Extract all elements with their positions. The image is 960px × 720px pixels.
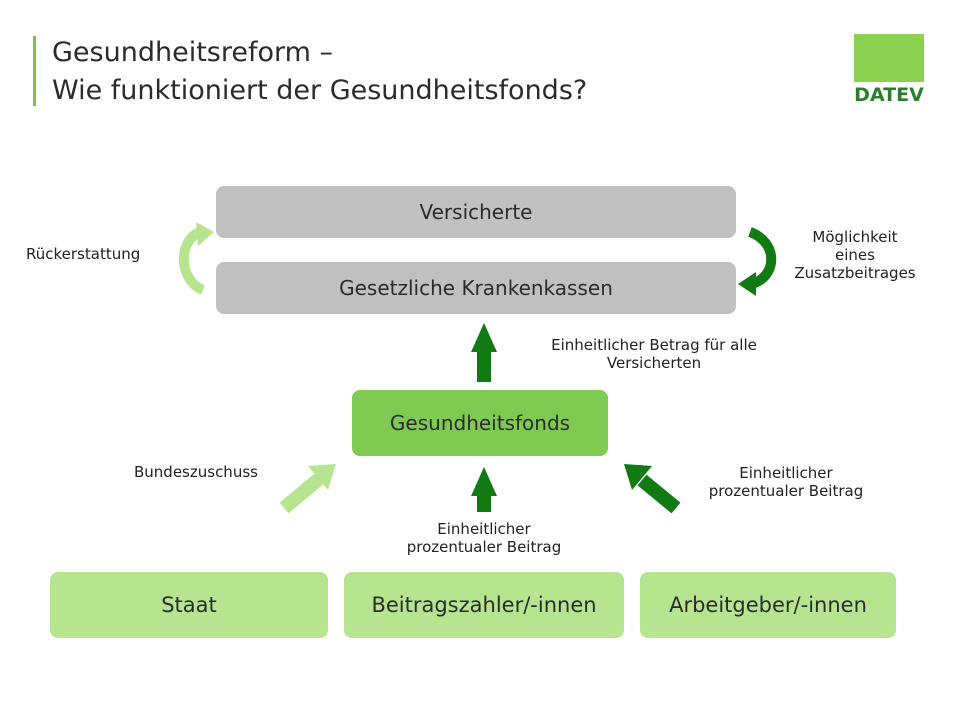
bundeszuschuss-arrow (279, 464, 336, 514)
label-zusatzbeitrag-line3: Zusatzbeitrages (794, 264, 916, 282)
label-einheitlicher-betrag-line2: Versicherten (606, 354, 702, 372)
title-accent-bar (33, 36, 36, 106)
beitragszahler-to-fonds-arrow (471, 467, 497, 512)
box-krankenkassen: Gesetzliche Krankenkassen (216, 262, 736, 314)
datev-logo: DATEV (852, 34, 926, 106)
zusatzbeitrag-arrow (738, 227, 777, 296)
label-beitrag-rechts-line1: Einheitlicher (739, 464, 833, 482)
label-zusatzbeitrag: Möglichkeit eines Zusatzbeitrages (774, 228, 936, 282)
label-beitrag-mitte: Einheitlicher prozentualer Beitrag (384, 520, 584, 556)
box-arbeitgeber: Arbeitgeber/-innen (640, 572, 896, 638)
title-line-2: Wie funktioniert der Gesundheitsfonds? (52, 75, 588, 106)
page-title: Gesundheitsreform – Wie funktioniert der… (52, 34, 587, 110)
logo-square (854, 34, 924, 82)
rueckerstattung-arrow (178, 222, 214, 295)
arbeitgeber-to-fonds-arrow (624, 464, 681, 514)
fonds-to-kassen-arrow (471, 323, 497, 382)
label-beitrag-rechts: Einheitlicher prozentualer Beitrag (686, 464, 886, 500)
label-rueckerstattung: Rückerstattung (26, 245, 141, 263)
box-beitragszahler: Beitragszahler/-innen (344, 572, 624, 638)
label-beitrag-rechts-line2: prozentualer Beitrag (708, 482, 864, 500)
box-staat: Staat (50, 572, 328, 638)
label-beitrag-mitte-line1: Einheitlicher (437, 520, 531, 538)
label-beitrag-mitte-line2: prozentualer Beitrag (406, 538, 562, 556)
box-versicherte: Versicherte (216, 186, 736, 238)
label-zusatzbeitrag-line2: eines (835, 246, 875, 264)
label-zusatzbeitrag-line1: Möglichkeit (812, 228, 898, 246)
box-gesundheitsfonds: Gesundheitsfonds (352, 390, 608, 456)
label-einheitlicher-betrag-line1: Einheitlicher Betrag für alle (551, 336, 757, 354)
title-line-1: Gesundheitsreform – (52, 37, 333, 68)
logo-text: DATEV (854, 84, 924, 106)
label-bundeszuschuss: Bundeszuschuss (134, 463, 258, 481)
label-einheitlicher-betrag: Einheitlicher Betrag für alle Versichert… (516, 336, 792, 372)
